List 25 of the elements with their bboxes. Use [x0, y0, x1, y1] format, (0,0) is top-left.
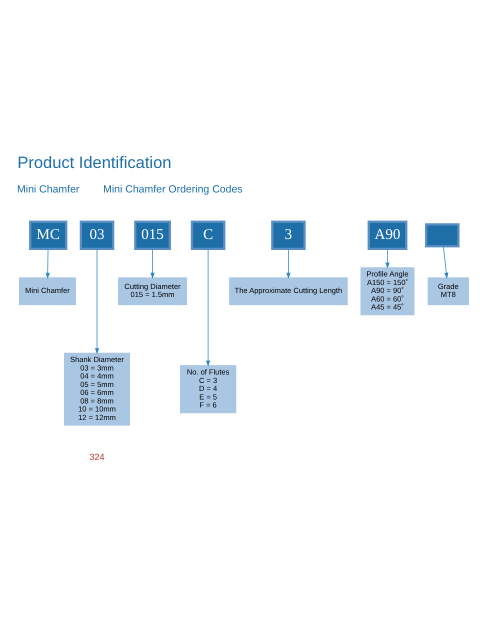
arrow: [443, 245, 448, 278]
node-box: Shank Diameter 03 = 3mm 04 = 4mm 05 = 5mm 06 = 6mm 08 = 8mm 10 = 10mm 12 = 12mm: [64, 352, 130, 426]
node-box: A90: [368, 220, 408, 250]
arrow: [206, 248, 210, 366]
node-box: MC: [29, 220, 68, 250]
label: Mini Chamfer Ordering Codes: [103, 182, 243, 195]
node-box: [425, 222, 460, 247]
node-box: 03: [80, 220, 114, 250]
node-box: Mini Chamfer: [18, 276, 76, 305]
label: Mini Chamfer: [17, 182, 80, 195]
arrow: [150, 248, 155, 278]
node-box: Profile Angle A150 = 150˚ A90 = 90˚ A60 = 60˚ A45 = 45˚: [360, 266, 414, 315]
node-box: 015: [134, 220, 171, 250]
node-box: No. of Flutes C = 3 D = 4 E = 5 F = 6: [180, 364, 236, 413]
arrow: [46, 248, 50, 278]
node-box: Cutting Diameter 015 = 1.5mm: [118, 276, 188, 305]
diagram-title: Product Identification: [17, 154, 172, 172]
node-box: 3: [271, 220, 306, 250]
label: 324: [90, 451, 105, 462]
arrow: [385, 248, 390, 268]
node-box: The Approximate Cutting Length: [229, 276, 348, 305]
node-box: Grade MT8: [428, 276, 469, 305]
arrow: [94, 248, 100, 354]
node-box: C: [190, 220, 226, 250]
arrow: [286, 248, 291, 278]
